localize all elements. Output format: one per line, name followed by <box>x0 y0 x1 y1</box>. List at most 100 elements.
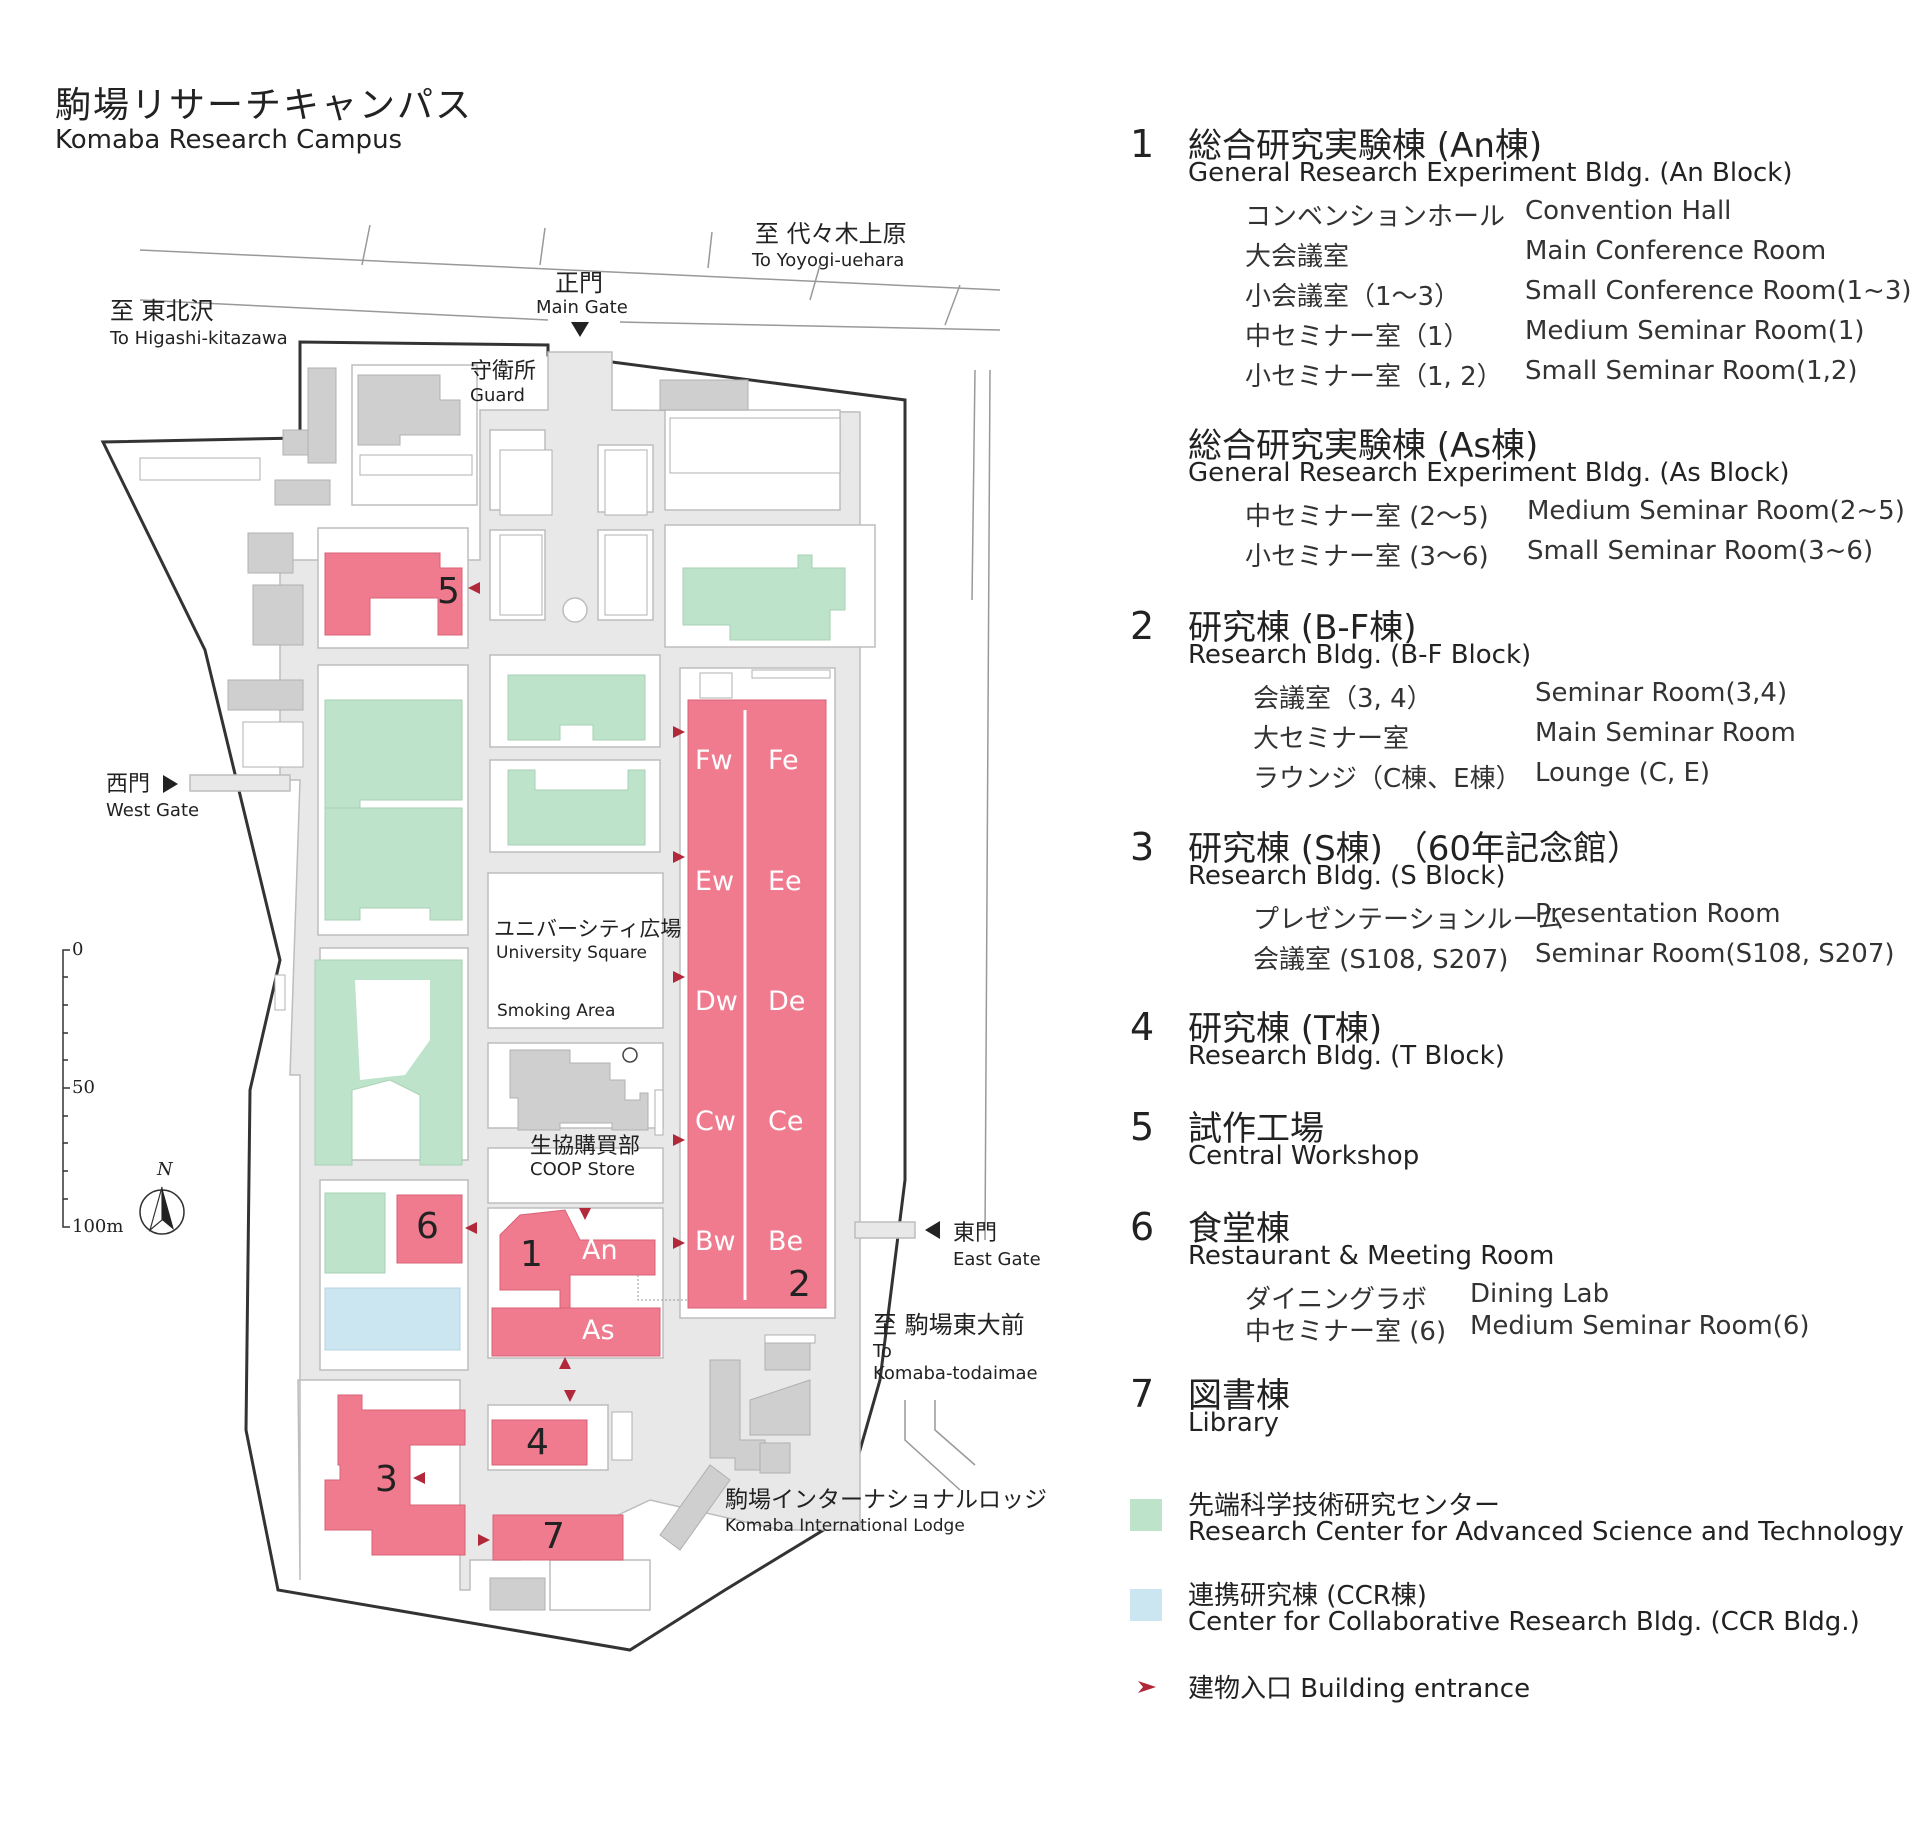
legend-row: 中セミナー室 (2〜5)Medium Seminar Room(2~5) <box>1245 496 1905 532</box>
legend-num: 3 <box>1130 825 1155 869</box>
legend-title-en: Central Workshop <box>1188 1141 1420 1171</box>
west-gate-jp: 西門 <box>106 772 151 797</box>
building-label-2: 2 <box>788 1264 811 1305</box>
building-1-as <box>491 1307 661 1357</box>
legend-title-jp: 食堂棟 <box>1188 1209 1290 1249</box>
entrance-arrows <box>413 582 685 1546</box>
gate-arrows <box>163 322 940 1239</box>
main-gate-arrow <box>571 322 589 337</box>
block-label-an: An <box>582 1235 618 1266</box>
legend-entrance-text: 建物入口 Building entrance <box>1188 1674 1531 1704</box>
coop-jp: 生協購買部 <box>530 1134 641 1159</box>
building-4 <box>491 1419 588 1466</box>
block-label-ee: Ee <box>768 866 802 897</box>
building-label-5: 5 <box>437 571 460 612</box>
guard-jp: 守衛所 <box>470 359 537 384</box>
legend-num: 6 <box>1130 1205 1155 1249</box>
legend-row: 会議室（3, 4）Seminar Room(3,4) <box>1253 678 1788 714</box>
rcast-inner-court <box>355 980 430 1080</box>
block-label-de: De <box>768 986 806 1017</box>
dir-north-en: To Higashi-kitazawa <box>110 328 288 349</box>
block-label-ce: Ce <box>768 1106 804 1137</box>
legend-num: 7 <box>1130 1372 1155 1416</box>
legend-title-en: Research Bldg. (B-F Block) <box>1188 640 1532 670</box>
lab-buildings <box>324 552 827 1561</box>
legend-row: 中セミナー室（1）Medium Seminar Room(1) <box>1245 316 1865 352</box>
legend-row: 小セミナー室 (3〜6)Small Seminar Room(3~6) <box>1245 536 1874 572</box>
legend-ccr-en: Center for Collaborative Research Bldg. … <box>1188 1607 1860 1637</box>
legend-row: ラウンジ（C棟、E棟）Lounge (C, E) <box>1253 758 1711 794</box>
dir-southeast-jp: 至 駒場東大前 <box>873 1311 1025 1339</box>
ccr-building <box>324 1287 461 1351</box>
building-label-4: 4 <box>526 1422 549 1463</box>
entrance-arrow-icon <box>1138 1681 1156 1693</box>
legend-title-jp: 総合研究実験棟 (As棟) <box>1188 426 1539 466</box>
legend-num: 4 <box>1130 1005 1155 1049</box>
smoking-area-label: Smoking Area <box>497 1001 616 1021</box>
scale-label-0: 0 <box>72 939 84 960</box>
east-gate-arrow <box>925 1221 940 1239</box>
ccr-swatch <box>1130 1589 1162 1621</box>
smoking-area-marker <box>622 1047 638 1063</box>
dir-northeast-jp: 至 代々木上原 <box>755 220 907 248</box>
scale-label-50: 50 <box>72 1077 95 1098</box>
building-2-block <box>687 699 827 1309</box>
block-label-as: As <box>582 1315 615 1346</box>
square-en: University Square <box>496 943 648 963</box>
lodge-jp: 駒場インターナショナルロッジ <box>725 1487 1047 1513</box>
roundabout <box>562 597 588 623</box>
legend-title-en: General Research Experiment Bldg. (An Bl… <box>1188 158 1793 188</box>
west-gate-arrow <box>163 775 178 793</box>
dir-southeast-en1: To <box>873 1341 892 1362</box>
outside-streets <box>139 224 1001 1491</box>
east-gate-jp: 東門 <box>953 1221 998 1246</box>
east-gate-en: East Gate <box>953 1249 1041 1270</box>
block-label-dw: Dw <box>695 986 738 1017</box>
building-6 <box>396 1194 463 1264</box>
title-en: Komaba Research Campus <box>55 125 403 155</box>
legend-rcast-en: Research Center for Advanced Science and… <box>1188 1517 1904 1547</box>
building-3 <box>324 1394 466 1556</box>
legend-num: 5 <box>1130 1105 1155 1149</box>
title-jp: 駒場リサーチキャンパス <box>55 85 474 126</box>
legend-row: 会議室 (S108, S207)Seminar Room(S108, S207) <box>1253 939 1895 975</box>
legend-row: 小セミナー室（1, 2）Small Seminar Room(1,2) <box>1245 356 1858 392</box>
dir-northeast-en: To Yoyogi-uehara <box>752 250 905 271</box>
block-label-ew: Ew <box>695 866 735 897</box>
guard-en: Guard <box>470 385 525 406</box>
building-7 <box>492 1514 624 1561</box>
coop-en: COOP Store <box>530 1159 636 1180</box>
lodge-en: Komaba International Lodge <box>725 1516 965 1536</box>
block-label-fw: Fw <box>695 745 733 776</box>
block-label-cw: Cw <box>695 1106 736 1137</box>
legend-row: 中セミナー室 (6)Medium Seminar Room(6) <box>1245 1311 1810 1347</box>
legend-title-jp: 図書棟 <box>1188 1376 1290 1416</box>
legend-title-jp: 研究棟 (T棟) <box>1188 1009 1383 1049</box>
building-label-7: 7 <box>542 1516 565 1557</box>
compass-north-label: N <box>157 1159 173 1180</box>
building-label-3: 3 <box>375 1459 398 1500</box>
legend-ccr-jp: 連携研究棟 (CCR棟) <box>1188 1581 1427 1611</box>
legend-num: 2 <box>1130 604 1155 648</box>
legend-title-jp: 総合研究実験棟 (An棟) <box>1188 126 1543 166</box>
legend-row: 小会議室（1〜3）Small Conference Room(1~3) <box>1245 276 1912 312</box>
block-label-bw: Bw <box>695 1226 736 1257</box>
legend-num: 1 <box>1130 122 1155 166</box>
legend-title-en: Research Bldg. (T Block) <box>1188 1041 1505 1071</box>
dir-north-jp: 至 東北沢 <box>110 297 214 325</box>
legend-rcast-jp: 先端科学技術研究センター <box>1188 1491 1501 1521</box>
building-label-6: 6 <box>416 1206 439 1247</box>
rcast-swatch <box>1130 1499 1162 1531</box>
legend-title-jp: 研究棟 (B-F棟) <box>1188 608 1417 648</box>
main-gate-jp: 正門 <box>555 269 603 297</box>
other-buildings <box>139 367 841 1611</box>
scale-label-100: 100m <box>72 1216 124 1237</box>
legend-title-jp: 研究棟 (S棟) （60年記念館） <box>1188 829 1641 869</box>
connector-walkway <box>637 1275 690 1301</box>
legend-title-en: Restaurant & Meeting Room <box>1188 1241 1555 1271</box>
